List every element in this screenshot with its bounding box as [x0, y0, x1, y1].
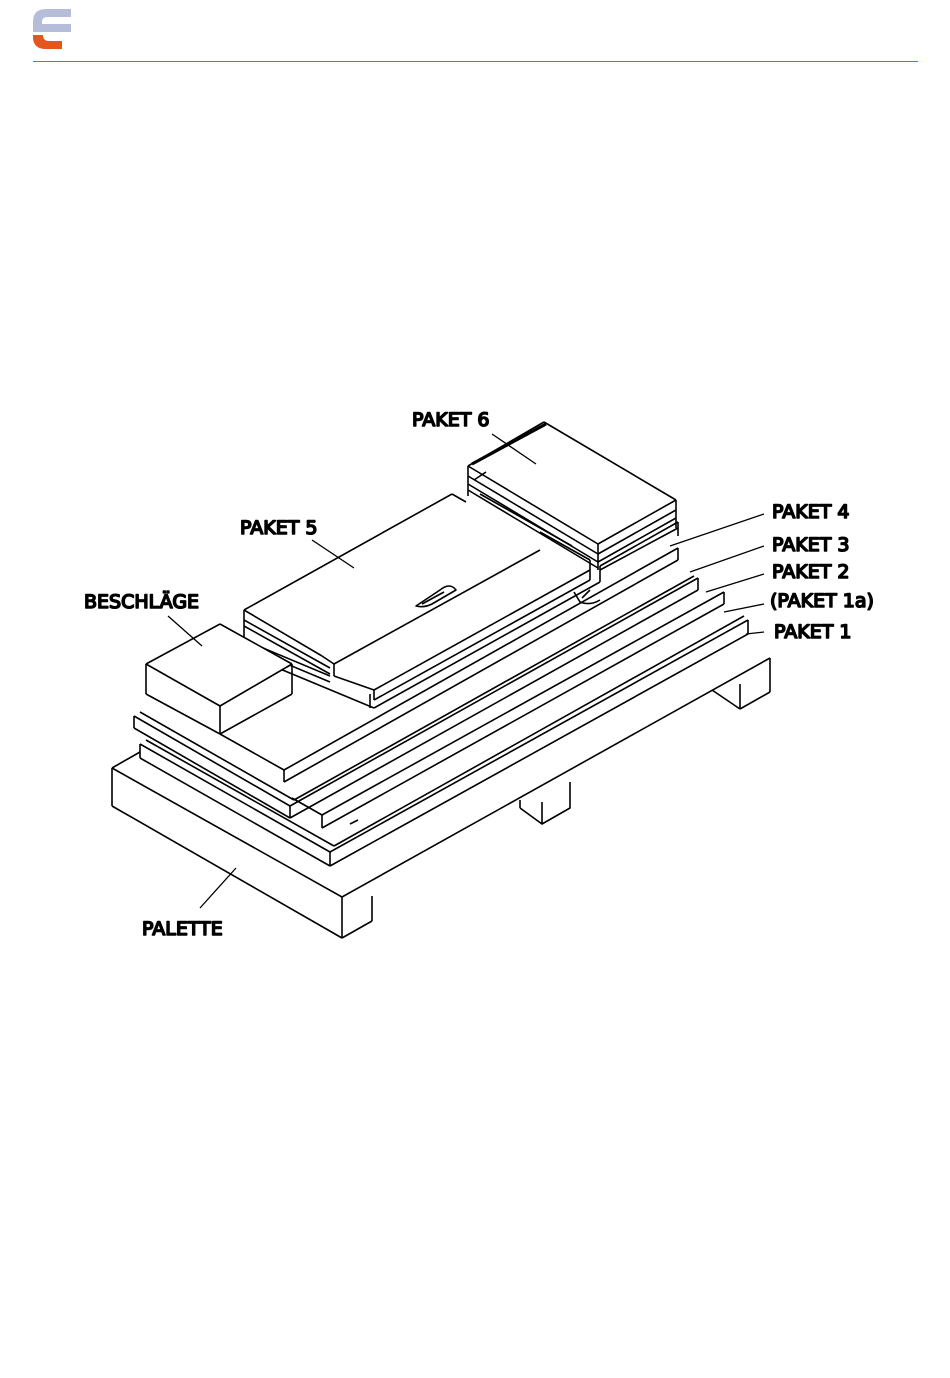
- label-paket-3: PAKET 3: [772, 534, 849, 556]
- label-paket-6: PAKET 6: [412, 409, 489, 431]
- label-beschlaege: BESCHLÄGE: [84, 590, 199, 613]
- label-paket-2: PAKET 2: [772, 561, 849, 583]
- label-palette: PALETTE: [142, 918, 223, 940]
- label-paket-1a: (PAKET 1a): [770, 590, 874, 612]
- label-paket-1: PAKET 1: [774, 621, 851, 643]
- label-paket-4: PAKET 4: [772, 501, 849, 523]
- label-paket-5: PAKET 5: [240, 517, 317, 539]
